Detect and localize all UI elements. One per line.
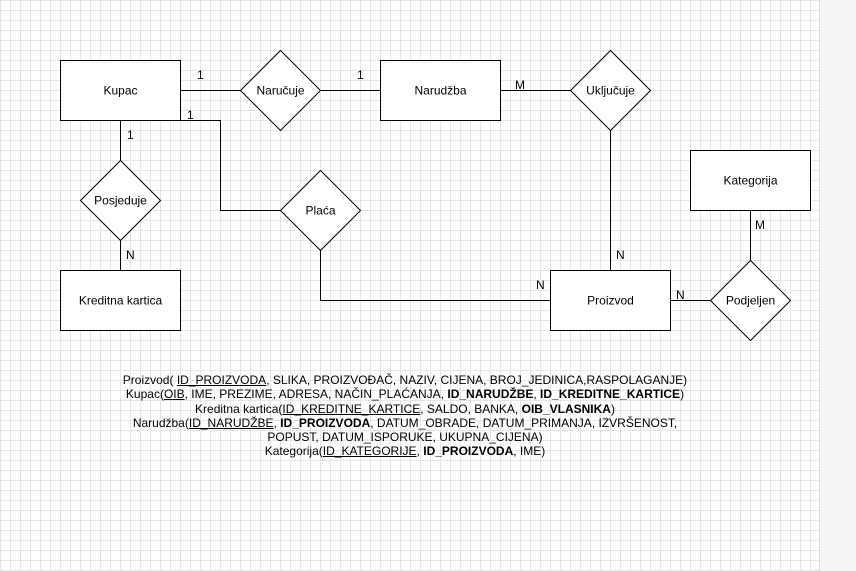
cardinality-kupac-narucuje: 1 bbox=[197, 68, 204, 82]
relationship-ukljucuje-label: Uključuje bbox=[586, 84, 635, 98]
schema-kategorija-text: , IME) bbox=[513, 444, 546, 459]
entity-kreditna-kartica[interactable]: Kreditna kartica bbox=[60, 270, 181, 331]
cardinality-narudzba-ukljucuje: M bbox=[515, 78, 525, 92]
entity-kupac[interactable]: Kupac bbox=[60, 60, 181, 121]
entity-narudzba-label: Narudžba bbox=[414, 84, 466, 98]
schema-narudzba-text: , DATUM_OBRADE, DATUM_PRIMANJA, IZVRŠENO… bbox=[370, 415, 678, 430]
schema-narudzba-text: , bbox=[273, 415, 281, 430]
relationship-podjeljen[interactable]: Podjeljen bbox=[709, 259, 792, 342]
schema-proizvod-text: , SLIKA, PROIZVOĐAČ, NAZIV, CIJENA, BROJ… bbox=[266, 373, 688, 387]
cardinality-narucuje-narudzba: 1 bbox=[357, 68, 364, 82]
cardinality-kategorija-podjeljen: M bbox=[755, 218, 765, 232]
entity-kategorija-label: Kategorija bbox=[723, 174, 777, 188]
relationship-placa[interactable]: Plaća bbox=[279, 169, 362, 252]
relational-schema[interactable]: Proizvod( ID_PROIZVODA, SLIKA, PROIZVOĐA… bbox=[90, 373, 720, 459]
entity-narudzba[interactable]: Narudžba bbox=[380, 60, 501, 121]
cardinality-placa-proizvod: N bbox=[536, 278, 545, 292]
schema-kategorija-primary-key: ID_KATEGORIJE bbox=[322, 444, 417, 459]
relationship-ukljucuje[interactable]: Uključuje bbox=[569, 49, 652, 132]
right-panel-edge bbox=[819, 0, 856, 571]
schema-kreditna-kartica-text: ) bbox=[610, 401, 615, 416]
schema-proizvod-primary-key: ID_PROIZVODA bbox=[176, 373, 267, 387]
entity-proizvod[interactable]: Proizvod bbox=[550, 270, 671, 331]
schema-kreditna-kartica-primary-key: ID_KREDITNE_KARTICE bbox=[282, 401, 421, 416]
schema-narudzba-text: Narudžba( bbox=[132, 415, 189, 430]
schema-narudzba-line-1: Narudžba(ID_NARUDŽBE, ID_PROIZVODA, DATU… bbox=[90, 416, 720, 430]
schema-kupac-primary-key: OIB bbox=[163, 387, 185, 402]
schema-kupac-foreign-key: ID_NARUDŽBE bbox=[447, 387, 534, 402]
cardinality-proizvod-podjeljen: N bbox=[676, 288, 685, 302]
schema-kategorija-foreign-key: ID_PROIZVODA bbox=[423, 444, 514, 459]
relationship-narucuje[interactable]: Naručuje bbox=[239, 49, 322, 132]
schema-proizvod: Proizvod( ID_PROIZVODA, SLIKA, PROIZVOĐA… bbox=[90, 373, 720, 387]
entity-kategorija[interactable]: Kategorija bbox=[690, 150, 811, 211]
schema-kreditna-kartica-text: Kreditna kartica( bbox=[195, 401, 283, 416]
schema-kreditna-kartica: Kreditna kartica(ID_KREDITNE_KARTICE, SA… bbox=[90, 402, 720, 416]
entity-kreditna-kartica-label: Kreditna kartica bbox=[79, 294, 163, 308]
connectors bbox=[120, 90, 751, 301]
relationship-posjeduje-label: Posjeduje bbox=[94, 194, 147, 208]
schema-kupac-text: , bbox=[533, 387, 541, 402]
cardinalities: 1 1 M 1 1 N N N M N bbox=[126, 68, 765, 302]
relationship-podjeljen-label: Podjeljen bbox=[726, 294, 775, 308]
schema-narudzba-text: POPUST, DATUM_ISPORUKE, UKUPNA_CIJENA) bbox=[267, 430, 543, 445]
schema-kreditna-kartica-foreign-key: OIB_VLASNIKA bbox=[521, 401, 611, 416]
entity-proizvod-label: Proizvod bbox=[587, 294, 634, 308]
schema-kategorija-text: , bbox=[416, 444, 424, 459]
relationship-narucuje-label: Naručuje bbox=[256, 84, 304, 98]
relationship-posjeduje[interactable]: Posjeduje bbox=[79, 159, 162, 242]
schema-kupac-text: ) bbox=[680, 387, 685, 402]
edge-kupac-placa[interactable] bbox=[180, 120, 280, 211]
schema-kupac-foreign-key: ID_KREDITNE_KARTICE bbox=[540, 387, 681, 402]
edge-placa-proizvod[interactable] bbox=[320, 250, 551, 301]
entity-kupac-label: Kupac bbox=[103, 84, 137, 98]
schema-kupac-text: Kupac( bbox=[125, 387, 164, 402]
schema-narudzba-foreign-key: ID_PROIZVODA bbox=[280, 415, 371, 430]
cardinality-ukljucuje-proizvod: N bbox=[616, 248, 625, 262]
schema-kupac: Kupac(OIB, IME, PREZIME, ADRESA, NAČIN_P… bbox=[90, 387, 720, 401]
cardinality-posjeduje-kartica: N bbox=[126, 248, 135, 262]
schema-narudzba-primary-key: ID_NARUDŽBE bbox=[188, 415, 274, 430]
schema-kupac-text: , IME, PREZIME, ADRESA, NAČIN_PLAĆANJA, bbox=[184, 387, 448, 402]
cardinality-kupac-placa: 1 bbox=[187, 108, 194, 122]
schema-kategorija: Kategorija(ID_KATEGORIJE, ID_PROIZVODA, … bbox=[90, 444, 720, 458]
schema-narudzba-line-2: POPUST, DATUM_ISPORUKE, UKUPNA_CIJENA) bbox=[90, 430, 720, 444]
schema-kategorija-text: Kategorija( bbox=[264, 444, 323, 459]
relationship-placa-label: Plaća bbox=[305, 204, 335, 218]
schema-kreditna-kartica-text: , SALDO, BANKA, bbox=[420, 401, 522, 416]
schema-proizvod-text: Proizvod( bbox=[122, 373, 177, 387]
cardinality-kupac-posjeduje: 1 bbox=[127, 128, 134, 142]
